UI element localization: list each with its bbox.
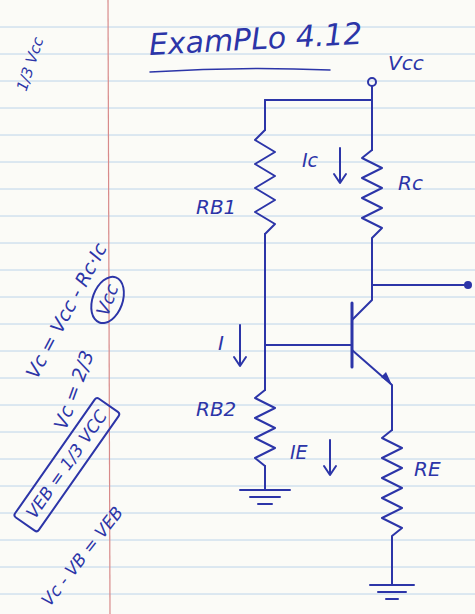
supply-label: Vcc — [388, 52, 424, 74]
component-label: RB2 — [196, 398, 236, 420]
title: ExamPLo 4.12 — [148, 17, 363, 61]
ruled-lines — [0, 27, 475, 594]
formula: Vc - VB = VEB — [38, 503, 127, 609]
component-label: RB1 — [196, 196, 236, 218]
component-label: Rc — [398, 172, 423, 194]
wire — [264, 234, 266, 390]
supply-terminal — [368, 78, 376, 86]
wire — [265, 344, 352, 346]
current-arrow — [324, 440, 336, 475]
collector-lead — [352, 285, 372, 320]
base-bar — [351, 303, 354, 367]
emitter-lead — [352, 350, 392, 430]
current-label: I — [218, 332, 224, 354]
current-label: IE — [290, 442, 308, 463]
title-underline — [150, 68, 330, 72]
resistor-symbol — [255, 130, 275, 234]
current-arrow — [334, 148, 346, 183]
wire — [372, 245, 464, 285]
node-text: Vcc — [92, 281, 123, 318]
wire — [264, 100, 266, 130]
ground-symbol — [240, 466, 290, 504]
resistor-symbol — [362, 150, 382, 245]
resistor-symbol — [382, 430, 402, 540]
ground-symbol — [370, 540, 414, 599]
output-terminal — [464, 281, 472, 289]
current-label: Ic — [302, 150, 318, 171]
emitter-arrow — [381, 372, 392, 385]
resistor-symbol — [255, 390, 275, 466]
wire — [265, 86, 372, 150]
margin-note: 1/3 Vcc — [14, 35, 47, 93]
current-arrow — [234, 325, 246, 366]
component-label: RE — [414, 458, 441, 480]
